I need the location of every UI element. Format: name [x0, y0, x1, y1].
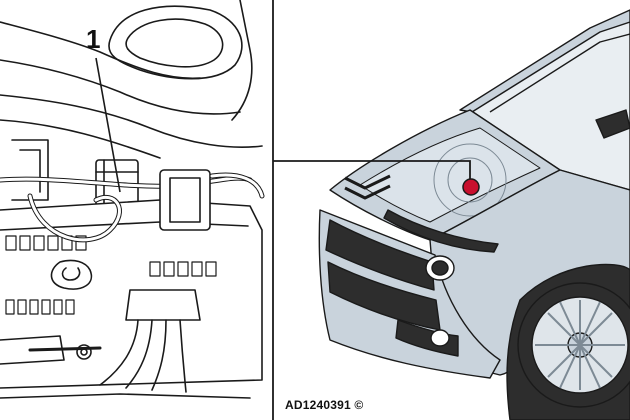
location-dot-icon: [462, 178, 480, 196]
reference-code: AD1240391 ©: [285, 398, 364, 412]
callout-number-label: 1: [86, 24, 101, 54]
callout-leader-line: [95, 57, 121, 193]
location-leader-line: [273, 160, 471, 185]
car-front-illustration: [318, 9, 630, 420]
engine-bay-illustration: [0, 0, 265, 399]
